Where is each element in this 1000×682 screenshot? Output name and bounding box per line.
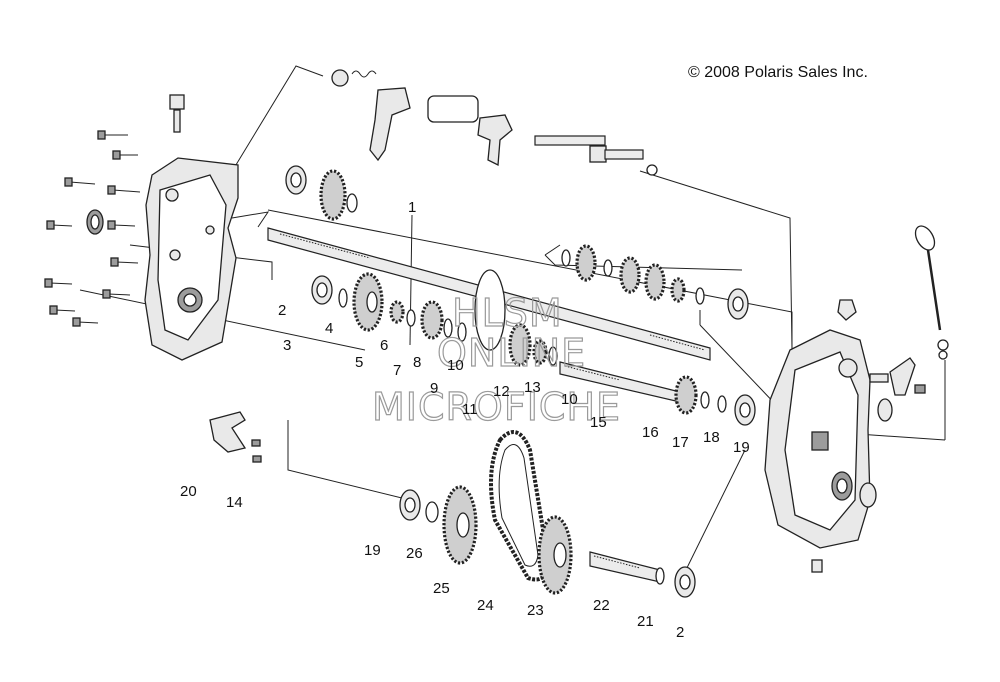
watermark-line3: MICROFICHE	[372, 385, 621, 429]
callout-13: 13	[524, 379, 541, 396]
callout-15: 15	[590, 414, 607, 431]
callout-2b: 2	[676, 624, 684, 641]
callout-7: 7	[393, 362, 401, 379]
callout-19a: 19	[733, 439, 750, 456]
output-shaft	[559, 361, 756, 426]
callout-4: 4	[325, 320, 333, 337]
watermark: HLSM ONLINE MICROFICHE	[371, 290, 621, 429]
callout-5: 5	[355, 354, 363, 371]
upper-gear-set	[285, 165, 358, 221]
callout-14: 14	[226, 494, 243, 511]
callout-10b: 10	[561, 391, 578, 408]
callout-labels: 1 2 3 4 5 6 7 8 9 10 11 12 13 10 15 16 1…	[180, 199, 750, 641]
callout-10a: 10	[447, 357, 464, 374]
callout-2: 2	[278, 302, 286, 319]
callout-11: 11	[462, 401, 478, 418]
left-transmission-case	[144, 94, 239, 361]
callout-24: 24	[477, 597, 494, 614]
callout-6: 6	[380, 337, 388, 354]
callout-8: 8	[413, 354, 421, 371]
upper-right-gear-stack	[561, 244, 749, 320]
dipstick	[914, 225, 949, 360]
copyright-text: © 2008 Polaris Sales Inc.	[688, 64, 868, 81]
shift-bracket	[209, 411, 262, 463]
callout-21: 21	[637, 613, 654, 630]
left-bolts	[44, 130, 141, 327]
callout-17: 17	[672, 434, 689, 451]
callout-3: 3	[283, 337, 291, 354]
middle-gear-train	[311, 269, 558, 367]
callout-25: 25	[433, 580, 450, 597]
callout-1: 1	[408, 199, 416, 216]
callout-23: 23	[527, 602, 544, 619]
shift-fork-assembly	[331, 69, 658, 176]
lower-drive-assembly	[399, 430, 696, 598]
watermark-line2: ONLINE	[437, 331, 586, 375]
callout-18: 18	[703, 429, 720, 446]
callout-16: 16	[642, 424, 659, 441]
callout-12: 12	[493, 383, 510, 400]
callout-9: 9	[430, 380, 438, 397]
watermark-line1: HLSM	[452, 291, 563, 335]
callout-19b: 19	[364, 542, 381, 559]
callout-26: 26	[406, 545, 423, 562]
callout-22: 22	[593, 597, 610, 614]
callout-20: 20	[180, 483, 197, 500]
right-transmission-case	[764, 299, 893, 573]
right-small-parts	[869, 357, 926, 396]
